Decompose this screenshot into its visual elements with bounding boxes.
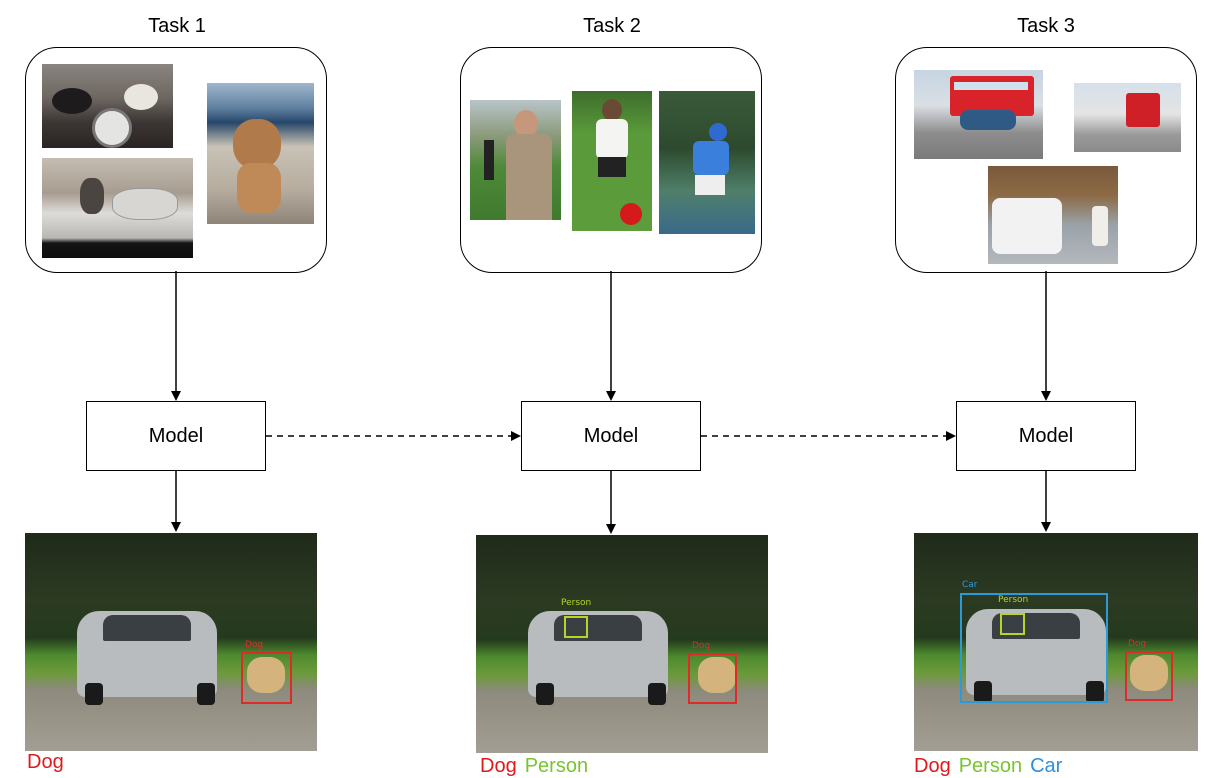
person-bounding-box [1000, 613, 1025, 635]
dog-box-label: Dog [245, 640, 264, 650]
police-car-image [988, 166, 1118, 264]
dog-bed-image [42, 158, 193, 258]
dog-bounding-box [1125, 651, 1173, 701]
task-3-box [895, 47, 1197, 273]
task-2-box [460, 47, 762, 273]
result-image-2: Person Dog [476, 535, 768, 753]
dog-boat-image [207, 83, 314, 224]
legend-dog: Dog [914, 755, 951, 777]
dog-box-label: Dog [1128, 639, 1147, 649]
person-bounding-box [564, 616, 588, 638]
car-bounding-box [960, 593, 1108, 703]
task-1-title: Task 1 [148, 15, 206, 37]
dogs-clock-image [42, 64, 173, 148]
task-2-title: Task 2 [583, 15, 641, 37]
tennis-player-image [659, 91, 755, 234]
legend-car: Car [1030, 755, 1063, 777]
legend-task-2: Dog Person [480, 755, 596, 778]
legend-dog: Dog [480, 755, 517, 777]
dog-box-label: Dog [692, 641, 711, 651]
bus-street-image-2 [1074, 83, 1181, 152]
model-to-result-arrows [171, 471, 1051, 534]
legend-person: Person [524, 755, 589, 777]
legend-person: Person [958, 755, 1023, 777]
result-image-3: Car Person Dog [914, 533, 1198, 751]
model-box-3: Model [956, 401, 1136, 471]
person-phone-image [470, 100, 561, 220]
result-image-1: Dog [25, 533, 317, 751]
task-3-title: Task 3 [1017, 15, 1075, 37]
task-to-model-arrows [171, 271, 1051, 401]
model-box-1: Model [86, 401, 266, 471]
bus-street-image-1 [914, 70, 1043, 159]
model-box-2: Model [521, 401, 701, 471]
car-box-label: Car [962, 580, 978, 590]
legend-dog: Dog [27, 751, 64, 773]
person-box-label: Person [561, 598, 592, 608]
task-1-box [25, 47, 327, 273]
girl-ball-image [572, 91, 652, 231]
legend-task-3: Dog Person Car [914, 755, 1070, 778]
person-box-label: Person [998, 595, 1029, 605]
legend-task-1: Dog [27, 751, 72, 774]
dog-bounding-box [241, 652, 292, 704]
dog-bounding-box [688, 653, 737, 704]
